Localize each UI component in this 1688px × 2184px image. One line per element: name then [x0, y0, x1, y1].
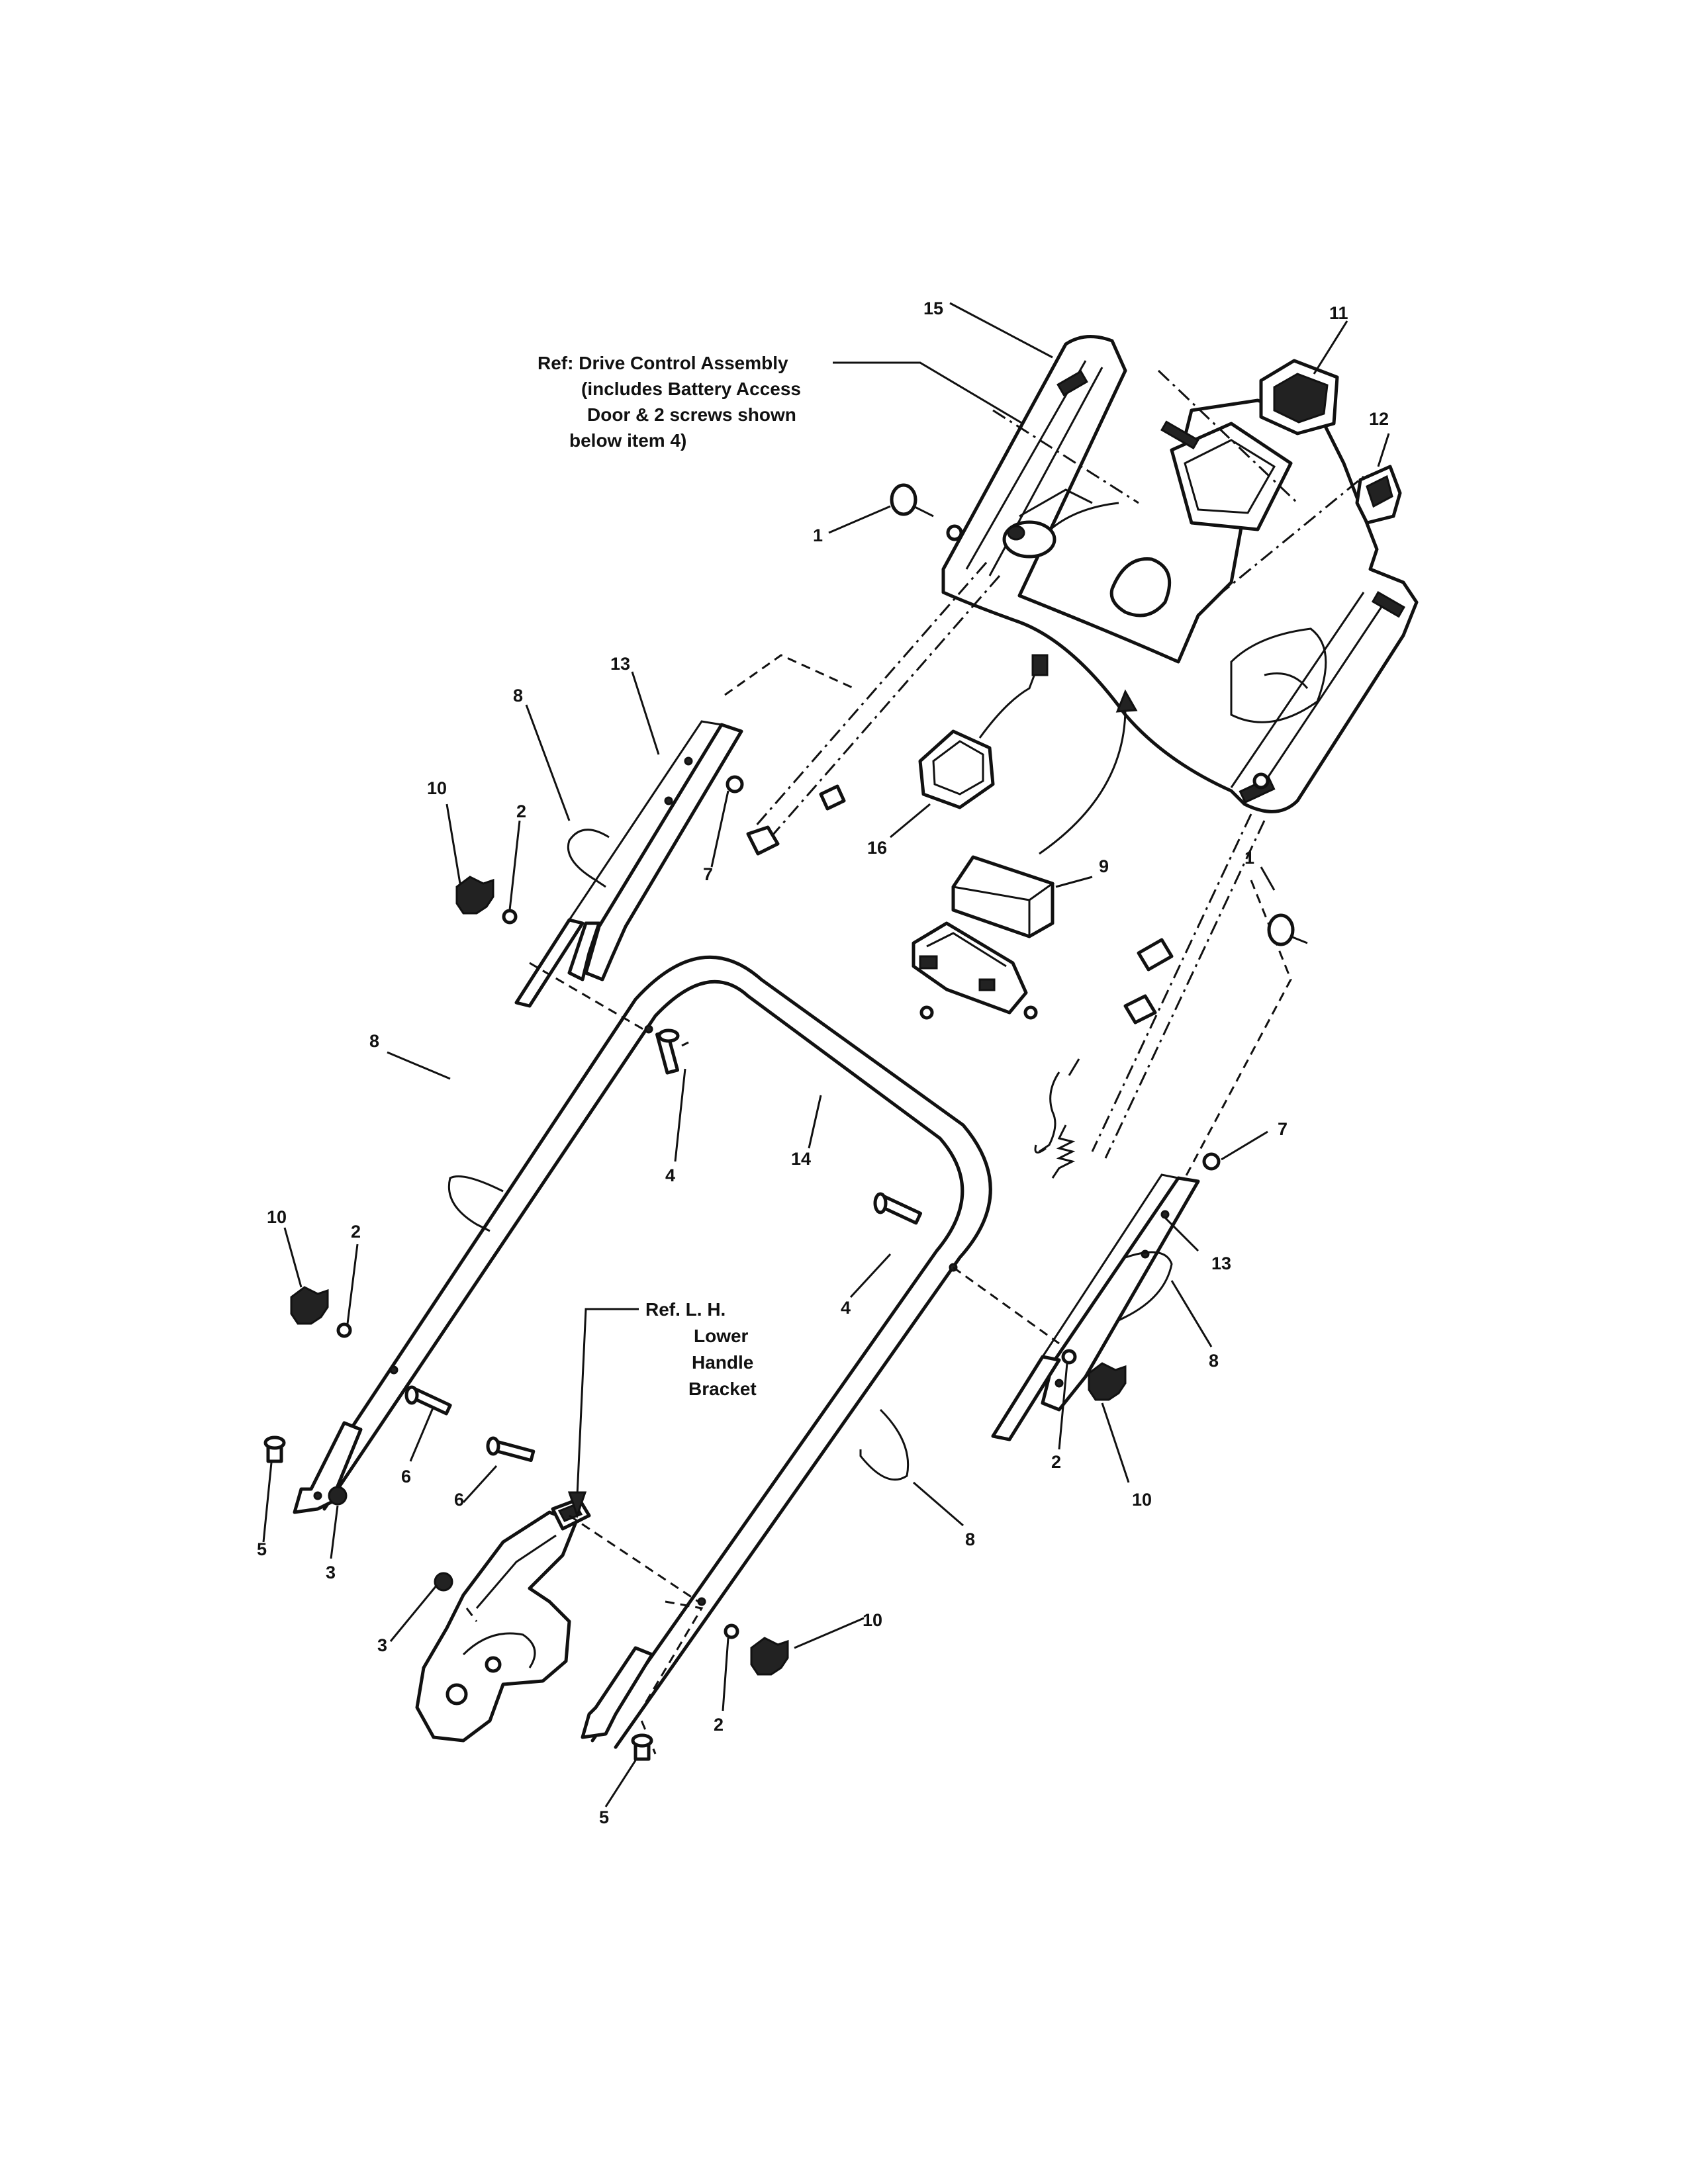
bolt-item-4-a [655, 1028, 680, 1075]
cable-tie-item-8-d [859, 1408, 910, 1481]
bolt-item-5-b [631, 1733, 653, 1761]
nut-item-3-a [328, 1486, 348, 1506]
left-upper-handle [514, 720, 743, 1008]
cable-tie-item-8-a [567, 829, 610, 888]
bolt-item-4-b [873, 1192, 923, 1225]
curved-arrow [1039, 689, 1138, 855]
callout-10-b: 10 [267, 1207, 287, 1227]
upper-handle-drive-control [941, 335, 1419, 813]
callout-numbers: 15 11 12 1 1 13 8 10 2 7 16 9 7 13 8 8 4… [257, 298, 1389, 1827]
callout-2-c: 2 [1051, 1452, 1061, 1472]
note-bracket-line1: Ref. L. H. [645, 1299, 726, 1320]
callout-7-left: 7 [703, 864, 713, 884]
battery-holder [912, 921, 1038, 1020]
washer-item-2-d [724, 1623, 739, 1639]
callout-2-a: 2 [516, 801, 526, 821]
cable-tie-item-8-b [447, 1175, 504, 1232]
nut-item-7-right [1202, 1152, 1221, 1171]
note-bracket-line2: Lower [694, 1326, 749, 1346]
washer-item-2-c [1061, 1349, 1077, 1365]
nut-item-3-b [434, 1572, 453, 1592]
note-bracket-line3: Handle [692, 1352, 753, 1373]
callout-13-left: 13 [610, 654, 630, 674]
callout-9: 9 [1099, 856, 1109, 876]
callout-10-d: 10 [863, 1610, 882, 1630]
washer-item-2-a [502, 909, 518, 925]
cable-tie-item-8-c [1118, 1251, 1173, 1322]
battery-charger [918, 654, 1049, 809]
note-drive-control-line3: Door & 2 screws shown [587, 404, 796, 425]
callout-8-c: 8 [1209, 1351, 1219, 1371]
callout-6-a: 6 [401, 1467, 411, 1486]
callout-5-a: 5 [257, 1539, 267, 1559]
bolt-item-6-b [486, 1436, 536, 1463]
callout-1-upper: 1 [813, 525, 823, 545]
note-drive-control-line2: (includes Battery Access [581, 379, 801, 399]
wiring-harness [746, 562, 1266, 1159]
lower-handle-bracket [415, 1497, 591, 1743]
right-upper-handle [991, 1173, 1200, 1441]
alignment-lines [465, 654, 1292, 1754]
bolt-item-6-a [404, 1385, 452, 1416]
callout-3-a: 3 [326, 1563, 336, 1582]
callout-16: 16 [867, 838, 887, 858]
callout-4-b: 4 [841, 1298, 851, 1318]
spring [1051, 1124, 1076, 1179]
note-drive-control-assembly: Ref: Drive Control Assembly (includes Ba… [538, 353, 801, 451]
callout-3-b: 3 [377, 1635, 387, 1655]
battery-access-door [1259, 359, 1339, 435]
bolt-item-5-a [263, 1435, 286, 1463]
callout-13-right: 13 [1211, 1253, 1231, 1273]
nut-item-7-left [726, 775, 744, 794]
battery [951, 855, 1055, 938]
callout-2-d: 2 [714, 1715, 724, 1735]
callout-14: 14 [791, 1149, 811, 1169]
callout-15: 15 [923, 298, 943, 318]
note-drive-control-line4: below item 4) [569, 430, 686, 451]
callout-8-b: 8 [369, 1031, 379, 1051]
knob-item-10-d [750, 1637, 789, 1676]
callout-8-a: 8 [513, 686, 523, 705]
note-drive-control-line1: Ref: Drive Control Assembly [538, 353, 788, 373]
callout-2-b: 2 [351, 1222, 361, 1242]
callout-11: 11 [1329, 303, 1348, 323]
callout-10-a: 10 [427, 778, 447, 798]
note-bracket-line4: Bracket [688, 1379, 757, 1399]
callout-7-right: 7 [1278, 1119, 1288, 1139]
callout-12: 12 [1369, 409, 1389, 429]
callout-1-lower: 1 [1244, 848, 1254, 868]
switch-part [1355, 465, 1402, 525]
knob-item-10-c [1088, 1362, 1127, 1401]
callout-6-b: 6 [454, 1490, 464, 1510]
knob-item-10-b [290, 1286, 329, 1325]
lower-handle [293, 955, 992, 1749]
pin-item-1-lower [1267, 913, 1308, 946]
washer-item-2-b [336, 1322, 352, 1338]
callout-8-d: 8 [965, 1529, 975, 1549]
callout-4-a: 4 [665, 1165, 675, 1185]
pin-item-1-upper [890, 483, 934, 518]
leader-lines [262, 302, 1390, 1807]
knob-item-10-a [455, 876, 494, 915]
callout-10-c: 10 [1132, 1490, 1152, 1510]
note-lower-handle-bracket: Ref. L. H. Lower Handle Bracket [645, 1299, 757, 1399]
callout-5-b: 5 [599, 1807, 609, 1827]
